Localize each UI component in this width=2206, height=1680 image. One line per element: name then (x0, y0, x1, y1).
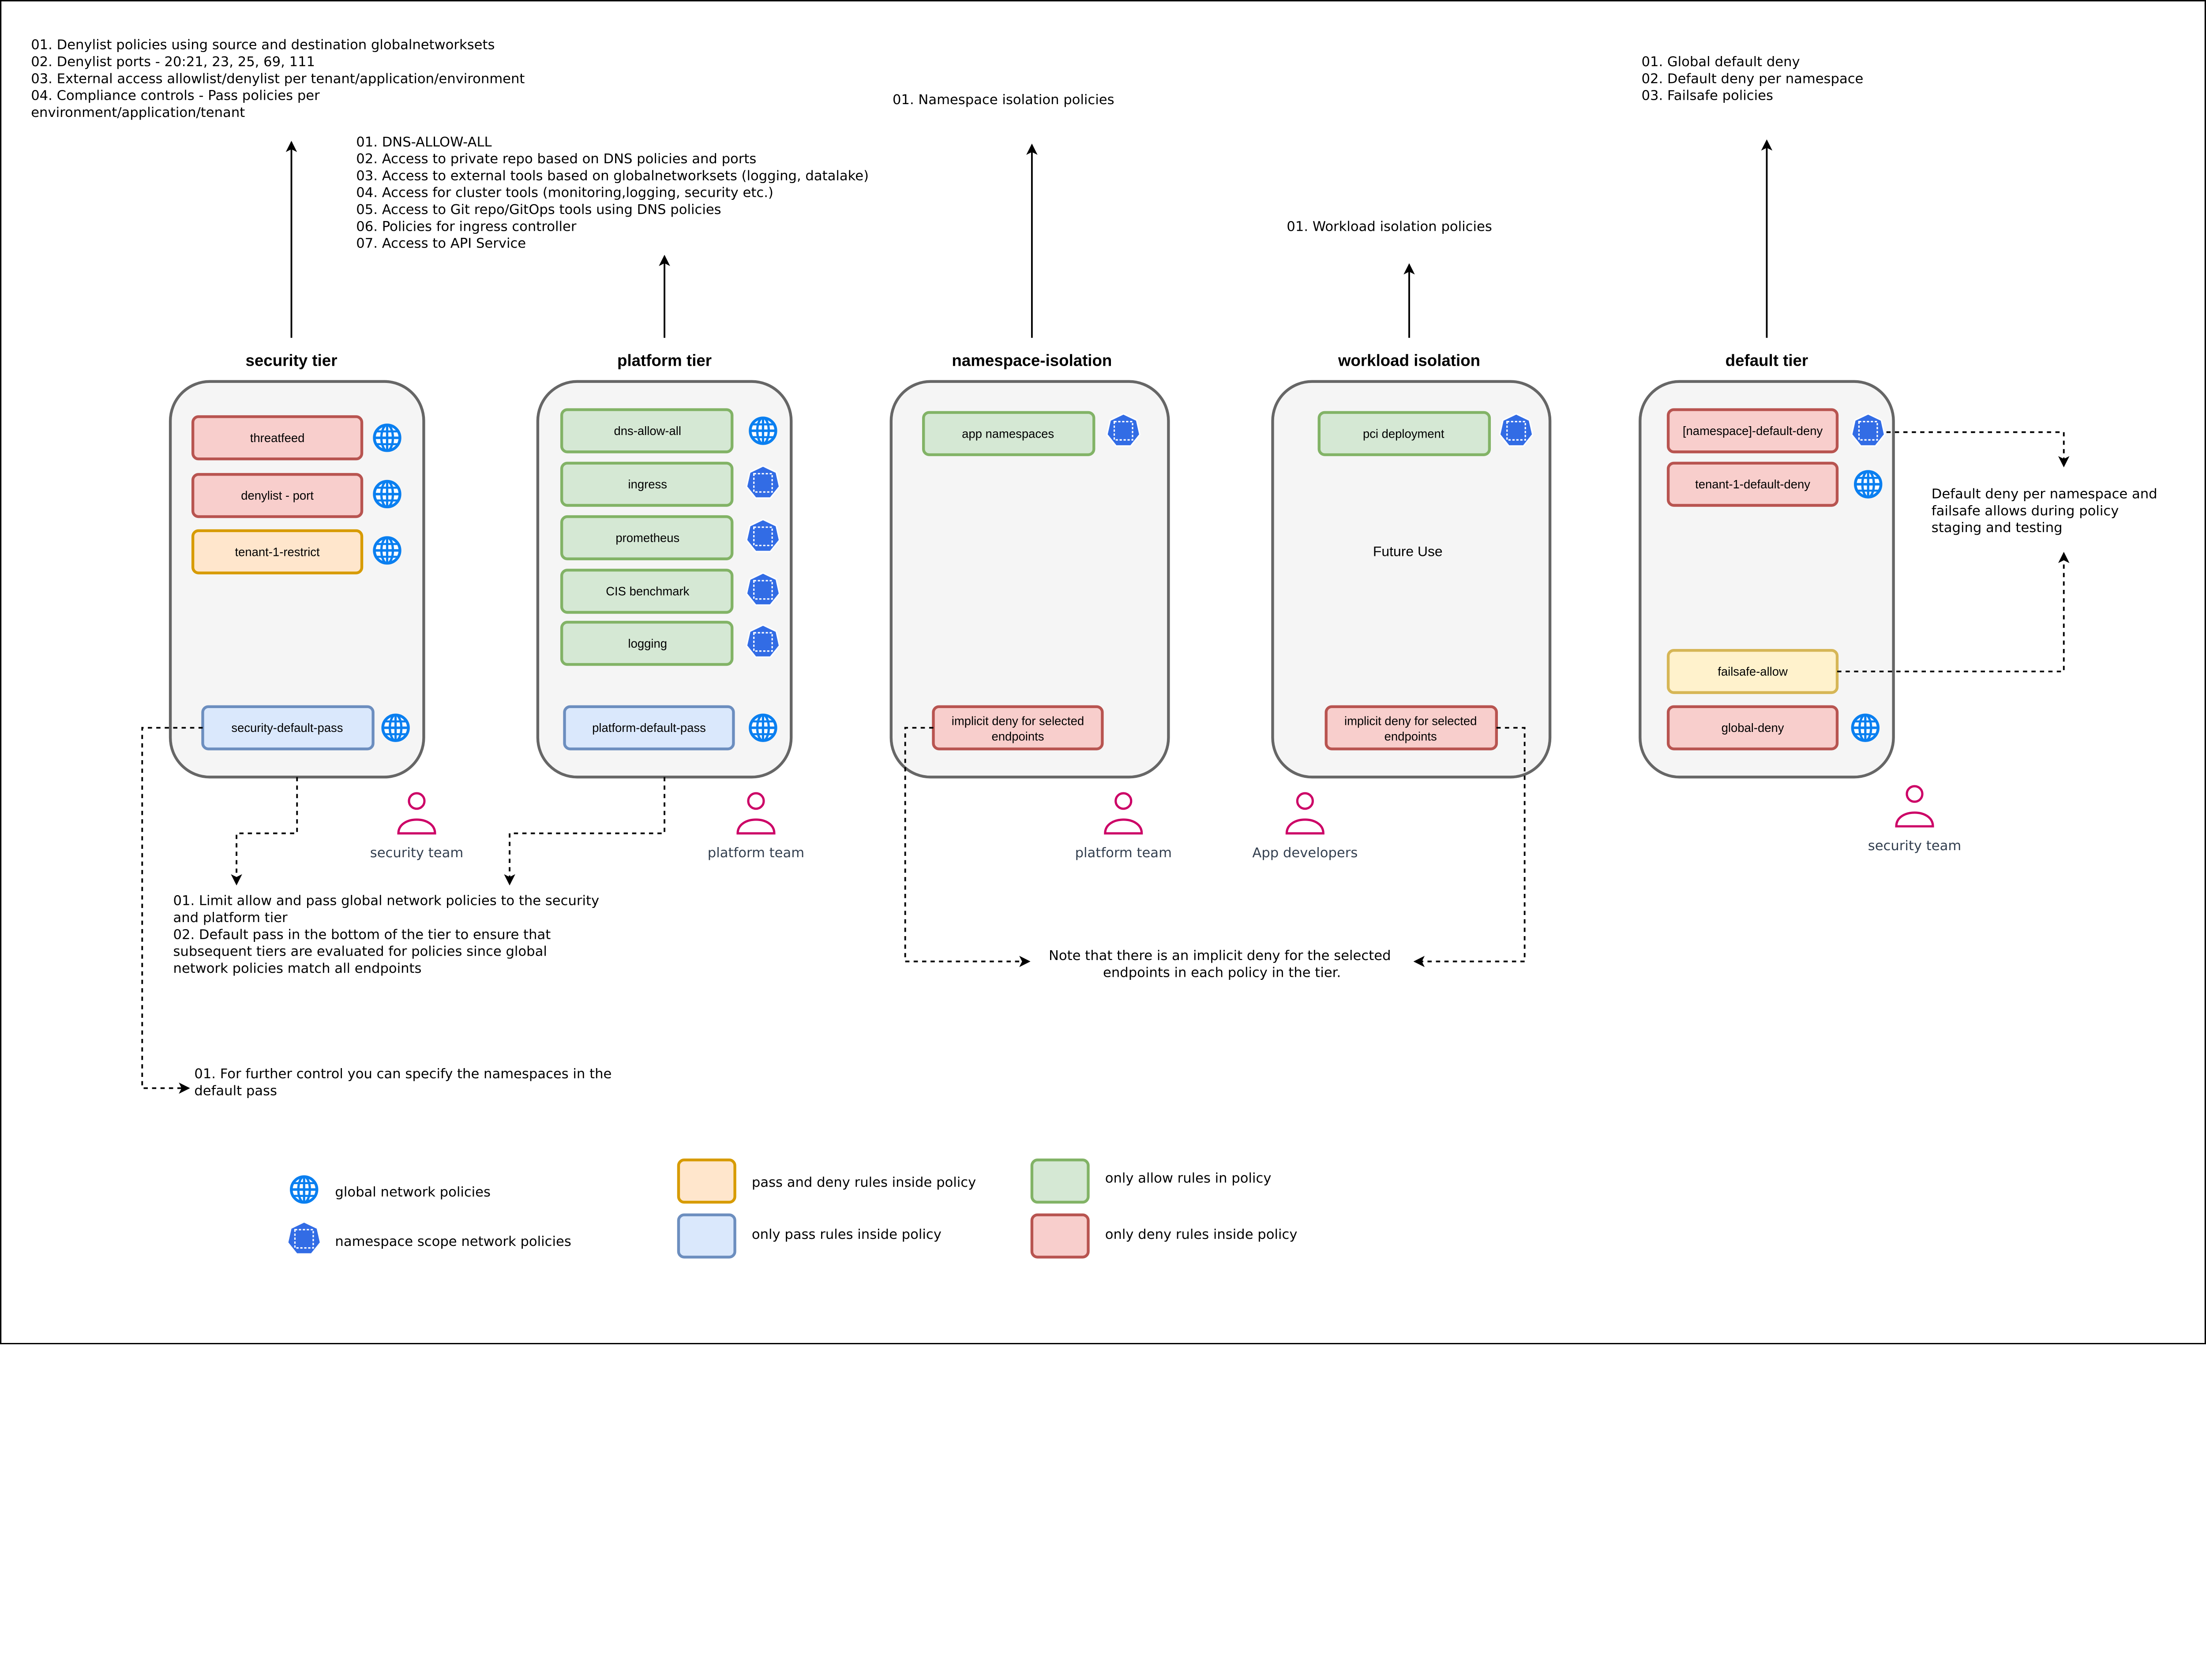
namespace-policy-icon (746, 624, 780, 658)
future-use-label: Future Use (1373, 543, 1443, 559)
policy-security-default-pass[interactable]: security-default-pass (201, 705, 375, 750)
default-notes: 01. Global default deny 02. Default deny… (1641, 54, 1868, 104)
person-icon (397, 792, 436, 835)
failsafe-note: Default deny per namespace and failsafe … (1932, 487, 2162, 536)
workload-tier-container[interactable] (1271, 380, 1552, 779)
default-deny-connector (1886, 431, 2070, 468)
policy-app-namespaces[interactable]: app namespaces (922, 411, 1095, 456)
globe-icon (374, 425, 400, 450)
svg-text:denylist - port: denylist - port (241, 489, 314, 502)
svg-text:pci deployment: pci deployment (1363, 427, 1444, 440)
security-to-note-connector (231, 777, 298, 886)
namespace-tier-container[interactable] (889, 380, 1170, 779)
policy-platform-default-pass[interactable]: platform-default-pass (563, 705, 735, 750)
legend-pass-only: only pass rules inside policy (752, 1227, 942, 1242)
legend-swatch-red (1030, 1213, 1090, 1259)
svg-text:platform-default-pass: platform-default-pass (592, 721, 706, 735)
svg-text:dns-allow-all: dns-allow-all (614, 424, 682, 438)
globe-icon (291, 1177, 317, 1202)
person-icon (736, 792, 776, 835)
policy-threatfeed[interactable]: threatfeed (191, 415, 364, 461)
namespace-team-label: platform team (1075, 845, 1172, 861)
policy-tenant-1-default-deny[interactable]: tenant-1-default-deny (1666, 461, 1839, 507)
namespace-policy-icon (1499, 413, 1534, 447)
policy-cis-benchmark[interactable]: CIS benchmark (560, 569, 734, 614)
legend-swatch-green (1030, 1159, 1090, 1204)
security-tier-title: security tier (245, 352, 337, 370)
policy-dns-allow-all[interactable]: dns-allow-all (560, 408, 734, 454)
globe-icon (383, 715, 409, 741)
person-icon (1895, 785, 1934, 828)
svg-text:CIS benchmark: CIS benchmark (606, 585, 689, 598)
policy-tenant-1-restrict[interactable]: tenant-1-restrict (191, 529, 364, 574)
svg-text:app namespaces: app namespaces (962, 427, 1054, 440)
platform-team-label: platform team (708, 845, 804, 861)
workload-notes: 01. Workload isolation policies (1287, 219, 1492, 234)
svg-text:tenant-1-default-deny: tenant-1-default-deny (1695, 477, 1810, 491)
legend-namespace: namespace scope network policies (335, 1234, 571, 1249)
namespace-notes: 01. Namespace isolation policies (893, 92, 1114, 108)
globe-icon (750, 715, 776, 741)
svg-text:failsafe-allow: failsafe-allow (1718, 665, 1788, 679)
namespace-tier-title: namespace-isolation (952, 352, 1112, 370)
namespace-policy-icon (746, 518, 780, 552)
tier-diagram: 01. Denylist policies using source and d… (0, 0, 2206, 1345)
legend-pass-deny: pass and deny rules inside policy (752, 1175, 976, 1190)
security-team-label: security team (370, 845, 463, 861)
globe-icon (374, 481, 400, 507)
policy-pci-deployment[interactable]: pci deployment (1317, 411, 1491, 456)
globe-icon (750, 418, 776, 443)
policy-failsafe-allow[interactable]: failsafe-allow (1666, 649, 1839, 694)
app-developers-label: App developers (1252, 845, 1358, 861)
svg-text:[namespace]-default-deny: [namespace]-default-deny (1683, 424, 1823, 438)
svg-text:tenant-1-restrict: tenant-1-restrict (235, 545, 320, 559)
default-tier-title: default tier (1726, 352, 1808, 370)
namespace-policy-icon (746, 572, 780, 606)
policy-global-deny[interactable]: global-deny (1666, 705, 1839, 750)
workload-tier-title: workload isolation (1338, 352, 1480, 370)
namespace-policy-icon (746, 465, 780, 499)
default-pass-connector (141, 727, 203, 1094)
legend-allow-only: only allow rules in policy (1105, 1170, 1272, 1186)
policy-namespace-default-deny[interactable]: [namespace]-default-deny (1666, 408, 1839, 454)
person-icon (1104, 792, 1143, 835)
globe-icon (374, 538, 400, 563)
globe-icon (1853, 715, 1878, 741)
svg-text:prometheus: prometheus (615, 531, 679, 544)
globe-icon (1855, 472, 1881, 497)
svg-text:threatfeed: threatfeed (250, 431, 305, 445)
failsafe-connector (1837, 551, 2070, 672)
platform-notes: 01. DNS-ALLOW-ALL 02. Access to private … (356, 135, 873, 251)
svg-text:logging: logging (628, 637, 668, 650)
platform-tier-title: platform tier (617, 352, 712, 370)
person-icon (1285, 792, 1324, 835)
svg-text:global-deny: global-deny (1722, 721, 1784, 735)
policy-ingress[interactable]: ingress (560, 461, 734, 507)
namespace-implicit-deny-connector (904, 727, 1031, 968)
legend-deny-only: only deny rules inside policy (1105, 1227, 1298, 1242)
namespace-policy-icon (1106, 413, 1141, 447)
policy-prometheus[interactable]: prometheus (560, 515, 734, 560)
namespace-policy-icon (287, 1221, 322, 1255)
default-pass-note: 01. Limit allow and pass global network … (173, 893, 603, 976)
legend-global: global network policies (335, 1185, 491, 1200)
legend-swatch-blue (677, 1213, 736, 1259)
workload-implicit-deny-connector (1413, 727, 1526, 968)
svg-text:security-default-pass: security-default-pass (231, 721, 343, 735)
default-security-team-label: security team (1868, 838, 1961, 854)
platform-to-note-connector (504, 777, 665, 886)
legend-swatch-orange (677, 1159, 736, 1204)
namespace-policy-icon (1851, 413, 1886, 447)
security-notes: 01. Denylist policies using source and d… (31, 38, 529, 120)
svg-text:ingress: ingress (628, 477, 667, 491)
implicit-deny-note: Note that there is an implicit deny for … (1049, 948, 1395, 980)
policy-denylist-port[interactable]: denylist - port (191, 473, 364, 518)
policy-logging[interactable]: logging (560, 621, 734, 666)
legend: global network policies namespace scope … (287, 1159, 1298, 1259)
further-control-note: 01. For further control you can specify … (194, 1066, 616, 1099)
